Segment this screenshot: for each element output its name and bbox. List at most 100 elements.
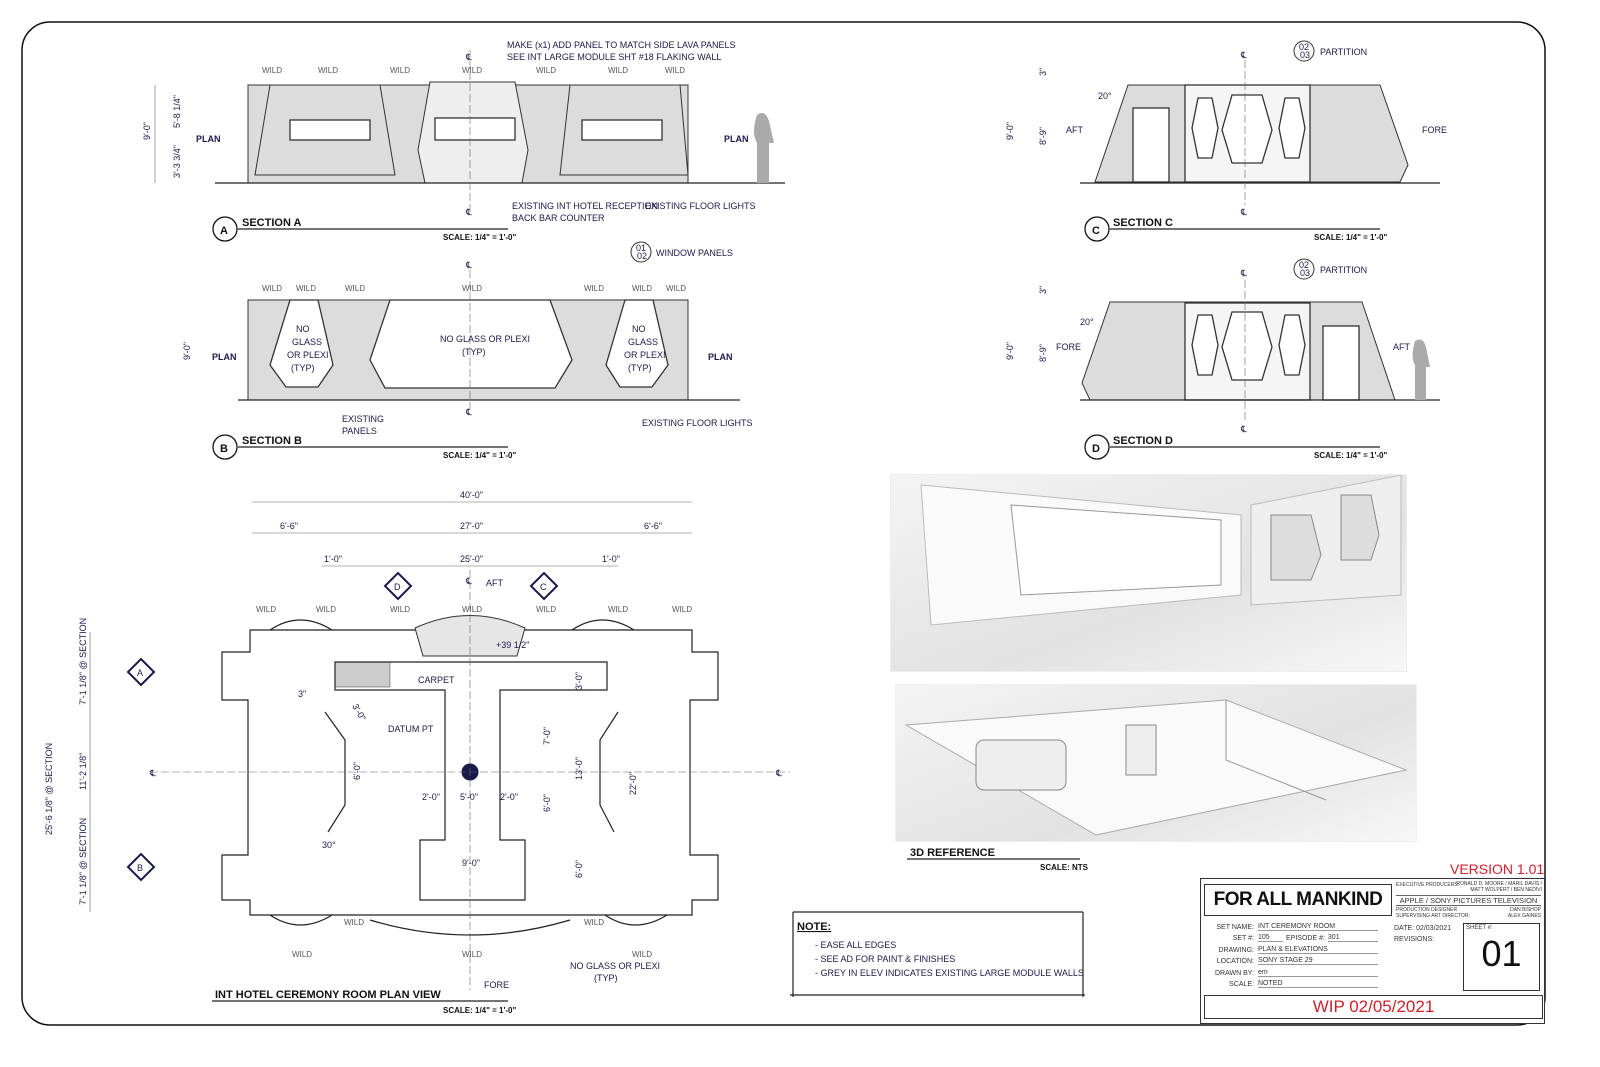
set-name: INT CEREMONY ROOM	[1258, 923, 1378, 931]
plan-title: INT HOTEL CEREMONY ROOM PLAN VIEW	[215, 989, 441, 1001]
set-name-label: SET NAME:	[1216, 923, 1254, 931]
notes-box: NOTE: - EASE ALL EDGES - SEE AD FOR PAIN…	[790, 911, 1085, 997]
scale-label: SCALE: 1/4" = 1'-0"	[1314, 451, 1387, 460]
centerline-mark: ℄	[465, 207, 472, 217]
section-c: 9'-0" 8'-9" 3" 20° AFT FORE ℄ ℄ 02 03 PA…	[1005, 40, 1447, 242]
annotation: OR PLEXI	[287, 350, 329, 360]
annotation: BACK BAR COUNTER	[512, 213, 605, 223]
callout-sheet: 03	[1300, 268, 1310, 278]
section-marker: A	[220, 225, 228, 237]
dim-label: 2'-0"	[422, 792, 440, 802]
dim-label: 8'-9"	[1038, 344, 1048, 362]
section-marker-a[interactable]: A	[126, 657, 156, 687]
window	[289, 119, 371, 141]
section-a: 9'-0" 5'-8 1/4" 3'-3 3/4" PLAN PLAN WILD…	[142, 40, 785, 242]
direction-label: AFT	[1066, 125, 1084, 135]
wild-label: WILD	[584, 284, 604, 293]
dim-label: 3"	[298, 689, 306, 699]
dim-label: 3'-3 3/4"	[172, 145, 182, 178]
dim-label: 6'-0"	[574, 860, 584, 878]
plan-marker: PLAN	[724, 134, 749, 144]
wild-label: WILD	[390, 66, 410, 75]
annotation: PANELS	[342, 426, 377, 436]
dim-label: 9'-0"	[142, 122, 152, 140]
centerline-mark: ℄	[1240, 207, 1247, 217]
angle-label: 20°	[1098, 91, 1112, 101]
plan-marker: PLAN	[196, 134, 221, 144]
section-b: 9'-0" PLAN PLAN NO GLASS OR PLEXI (TYP) …	[182, 241, 753, 460]
annotation: EXISTING	[342, 414, 384, 424]
studio: APPLE / SONY PICTURES TELEVISION	[1396, 895, 1541, 906]
location: SONY STAGE 29	[1258, 957, 1378, 965]
centerline-mark: ℄	[149, 768, 156, 778]
centerline-mark: ℄	[1240, 424, 1247, 434]
annotation: (TYP)	[594, 973, 618, 983]
annotation: EXISTING FLOOR LIGHTS	[645, 201, 756, 211]
section-title: SECTION B	[242, 435, 302, 447]
direction-label: AFT	[1393, 342, 1411, 352]
sad-label: SUPERVISING ART DIRECTOR:	[1396, 913, 1470, 919]
wild-label: WILD	[462, 605, 482, 614]
annotation: (TYP)	[291, 363, 315, 373]
note-item: - GREY IN ELEV INDICATES EXISTING LARGE …	[815, 968, 1084, 978]
dim-label: 7'-1 1/8" @ SECTION	[78, 618, 88, 705]
pd-label: PRODUCTION DESIGNER	[1396, 907, 1458, 913]
dim-label: 3"	[1038, 68, 1048, 76]
dim-label: 9'-0"	[182, 342, 192, 360]
logo: FOR ALL MANKIND	[1204, 884, 1392, 916]
centerline-mark: ℄	[1240, 268, 1247, 278]
marker-letter: D	[394, 582, 401, 592]
side-window	[605, 299, 669, 388]
dim-label: 5'-8 1/4"	[172, 95, 182, 128]
section-title: SECTION D	[1113, 435, 1173, 447]
dim-label: 25'-6 1/8" @ SECTION	[44, 743, 54, 835]
counter	[414, 615, 526, 657]
episode-label: EPISODE #:	[1286, 935, 1325, 942]
dim-label: 27'-0"	[460, 521, 483, 531]
wild-label: WILD	[665, 66, 685, 75]
angle-label: 20°	[1080, 317, 1094, 327]
marker-letter: B	[137, 863, 143, 873]
annotation: NO GLASS OR PLEXI	[570, 961, 660, 971]
title-block: FOR ALL MANKIND EXECUTIVE PRODUCERS: RON…	[1200, 878, 1545, 1024]
wild-label: WILD	[462, 66, 482, 75]
annotation: GLASS	[292, 337, 322, 347]
episode-number: 301	[1327, 934, 1378, 942]
dim-label: 6'-0"	[352, 762, 362, 780]
wild-label: WILD	[296, 284, 316, 293]
dim-label: 7'-1 1/8" @ SECTION	[78, 818, 88, 905]
callout-sheet: 03	[1300, 50, 1310, 60]
wild-label: WILD	[390, 605, 410, 614]
dim-label: 6'-0"	[542, 794, 552, 812]
section-marker-b[interactable]: B	[126, 852, 156, 882]
dim-label: 9'-0"	[462, 858, 480, 868]
annotation: SEE INT LARGE MODULE SHT #18 FLAKING WAL…	[507, 52, 721, 62]
wild-label: WILD	[632, 284, 652, 293]
window	[434, 117, 516, 141]
annotation: PARTITION	[1320, 47, 1367, 57]
note-item: - SEE AD FOR PAINT & FINISHES	[815, 954, 955, 964]
side-window	[269, 299, 334, 388]
dim-label: 3'-0"	[574, 672, 584, 690]
dim-label: 13'-0"	[574, 757, 584, 780]
section-marker-d[interactable]: D	[383, 571, 413, 601]
direction-label: FORE	[1422, 125, 1447, 135]
wild-label: WILD	[256, 605, 276, 614]
revisions-label: REVISIONS:	[1394, 936, 1435, 943]
section-title: SECTION C	[1113, 217, 1173, 229]
drawn-by: em	[1258, 969, 1378, 977]
marker-letter: A	[137, 668, 143, 678]
centerline-mark: ℄	[465, 576, 472, 586]
direction-label: FORE	[484, 980, 509, 990]
render-sketch	[920, 474, 1402, 626]
centerline-mark: ℄	[465, 407, 472, 417]
wild-label: WILD	[672, 605, 692, 614]
callout-number: 02	[1299, 260, 1309, 270]
scale: NOTED	[1258, 980, 1378, 988]
scale-label: SCALE:	[1229, 981, 1254, 988]
wild-label: WILD	[536, 605, 556, 614]
direction-label: FORE	[1056, 342, 1081, 352]
dim-label: 40'-0"	[460, 490, 483, 500]
section-marker-c[interactable]: C	[529, 571, 559, 601]
scale-label: SCALE: 1/4" = 1'-0"	[443, 233, 516, 242]
